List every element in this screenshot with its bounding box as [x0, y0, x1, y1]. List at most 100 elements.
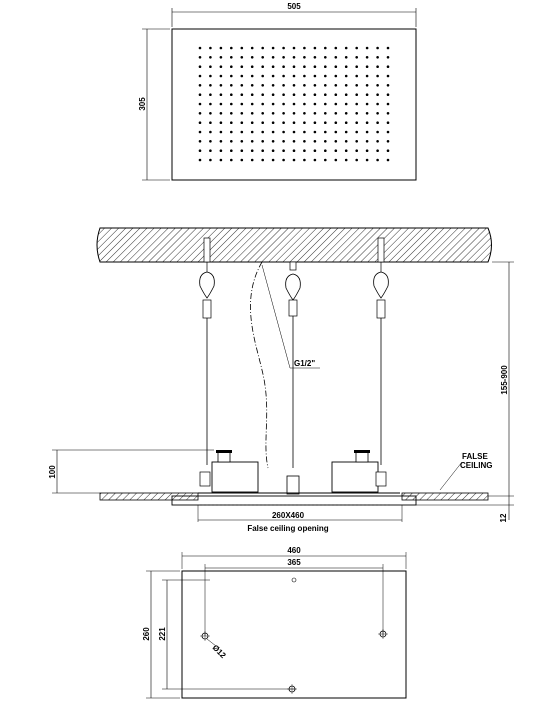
nozzle-dot — [198, 158, 202, 162]
nozzle-dot — [209, 102, 212, 106]
nozzle-dot — [198, 74, 202, 78]
nozzle-dot — [334, 121, 338, 124]
nozzle-dot — [324, 46, 327, 50]
nozzle-dot — [386, 74, 390, 78]
nozzle-dot — [303, 56, 306, 59]
nozzle-dot — [219, 84, 223, 87]
nozzle-dot — [209, 56, 212, 59]
nozzle-dot — [209, 140, 212, 143]
nozzle-dot — [355, 74, 359, 78]
nozzle-dot — [230, 112, 233, 115]
thread-leader — [261, 264, 291, 369]
nozzle-dot — [355, 121, 359, 124]
nozzle-dot — [209, 130, 212, 134]
nozzle-dot — [386, 84, 390, 87]
nozzle-dot — [261, 112, 265, 115]
nozzle-dot — [292, 93, 296, 96]
nozzle-dot — [261, 93, 265, 96]
nozzle-dot — [324, 158, 327, 162]
nozzle-dot — [230, 158, 233, 162]
nozzle-dot — [303, 158, 306, 162]
nozzle-dot — [240, 84, 244, 87]
nozzle-dot — [313, 74, 317, 78]
nozzle-dot — [355, 102, 359, 106]
nozzle-dot — [292, 56, 296, 59]
nozzle-dot — [313, 130, 317, 134]
nozzle-dot — [282, 56, 285, 59]
nozzle-dot — [365, 140, 369, 143]
nozzle-dot — [240, 46, 244, 50]
right-hanger — [373, 237, 389, 465]
nozzle-dot — [219, 74, 223, 78]
nozzle-dot — [313, 140, 317, 143]
nozzle-dot — [282, 149, 285, 152]
nozzle-dot — [198, 130, 202, 134]
nozzle-dot — [261, 121, 265, 124]
nozzle-dot — [386, 149, 390, 152]
nozzle-dot — [324, 74, 327, 78]
height-range-label: 155-900 — [500, 365, 509, 395]
height-dimension-label: 305 — [138, 97, 147, 111]
nozzle-dot — [344, 121, 348, 124]
nozzle-dot — [209, 112, 212, 115]
nozzle-dot — [219, 121, 223, 124]
nozzle-dot — [282, 93, 285, 96]
center-connector — [286, 475, 300, 495]
nozzle-dot — [282, 121, 285, 124]
nozzle-dot — [324, 84, 327, 87]
nozzle-dot — [209, 84, 212, 87]
nozzle-dot — [250, 102, 254, 106]
left-height-label: 100 — [48, 465, 57, 479]
nozzle-dot — [219, 93, 223, 96]
thread-label: G1/2" — [294, 359, 315, 368]
nozzle-dot — [292, 121, 296, 124]
nozzle-dot — [250, 140, 254, 143]
plate-thickness-label: 12 — [499, 513, 508, 522]
nozzle-dot — [250, 121, 254, 124]
nozzle-dot — [219, 158, 223, 162]
fixing-hole — [378, 629, 388, 639]
nozzle-dot — [219, 140, 223, 143]
nozzle-dot — [334, 130, 338, 134]
nozzle-dot — [271, 149, 275, 152]
nozzle-dot — [230, 140, 233, 143]
nozzle-dot — [334, 56, 338, 59]
nozzle-dot — [376, 74, 379, 78]
nozzle-dot — [303, 46, 306, 50]
nozzle-dot — [240, 158, 244, 162]
nozzle-dot — [250, 74, 254, 78]
false-ceiling-label-1: FALSE — [462, 452, 488, 461]
nozzle-dot — [209, 93, 212, 96]
nozzle-dot — [303, 121, 306, 124]
inner-height-label: 221 — [158, 627, 167, 641]
nozzle-dot — [209, 158, 212, 162]
nozzle-dot — [250, 84, 254, 87]
nozzle-dot — [365, 121, 369, 124]
nozzle-dot — [292, 102, 296, 106]
nozzle-dot — [230, 46, 233, 50]
nozzle-dot — [376, 56, 379, 59]
left-housing — [211, 461, 259, 493]
nozzle-dot — [282, 112, 285, 115]
nozzle-dot — [271, 56, 275, 59]
nozzle-dot — [386, 121, 390, 124]
outer-height-label: 260 — [142, 627, 151, 641]
nozzle-dot — [230, 56, 233, 59]
nozzle-dot — [219, 46, 223, 50]
nozzle-dot — [376, 93, 379, 96]
nozzle-dot — [198, 112, 202, 115]
opening-size-label: 260X460 — [272, 511, 305, 520]
nozzle-dot — [313, 56, 317, 59]
nozzle-dot — [313, 102, 317, 106]
nozzle-dot — [209, 74, 212, 78]
nozzle-dot — [344, 112, 348, 115]
nozzle-dot — [198, 56, 202, 59]
nozzle-dot — [261, 65, 265, 68]
nozzle-dot — [334, 93, 338, 96]
nozzle-dot — [261, 149, 265, 152]
nozzle-dot — [365, 56, 369, 59]
left-hanger — [199, 237, 215, 465]
nozzle-dot — [219, 56, 223, 59]
shower-plate — [171, 495, 417, 506]
nozzle-dot — [355, 158, 359, 162]
